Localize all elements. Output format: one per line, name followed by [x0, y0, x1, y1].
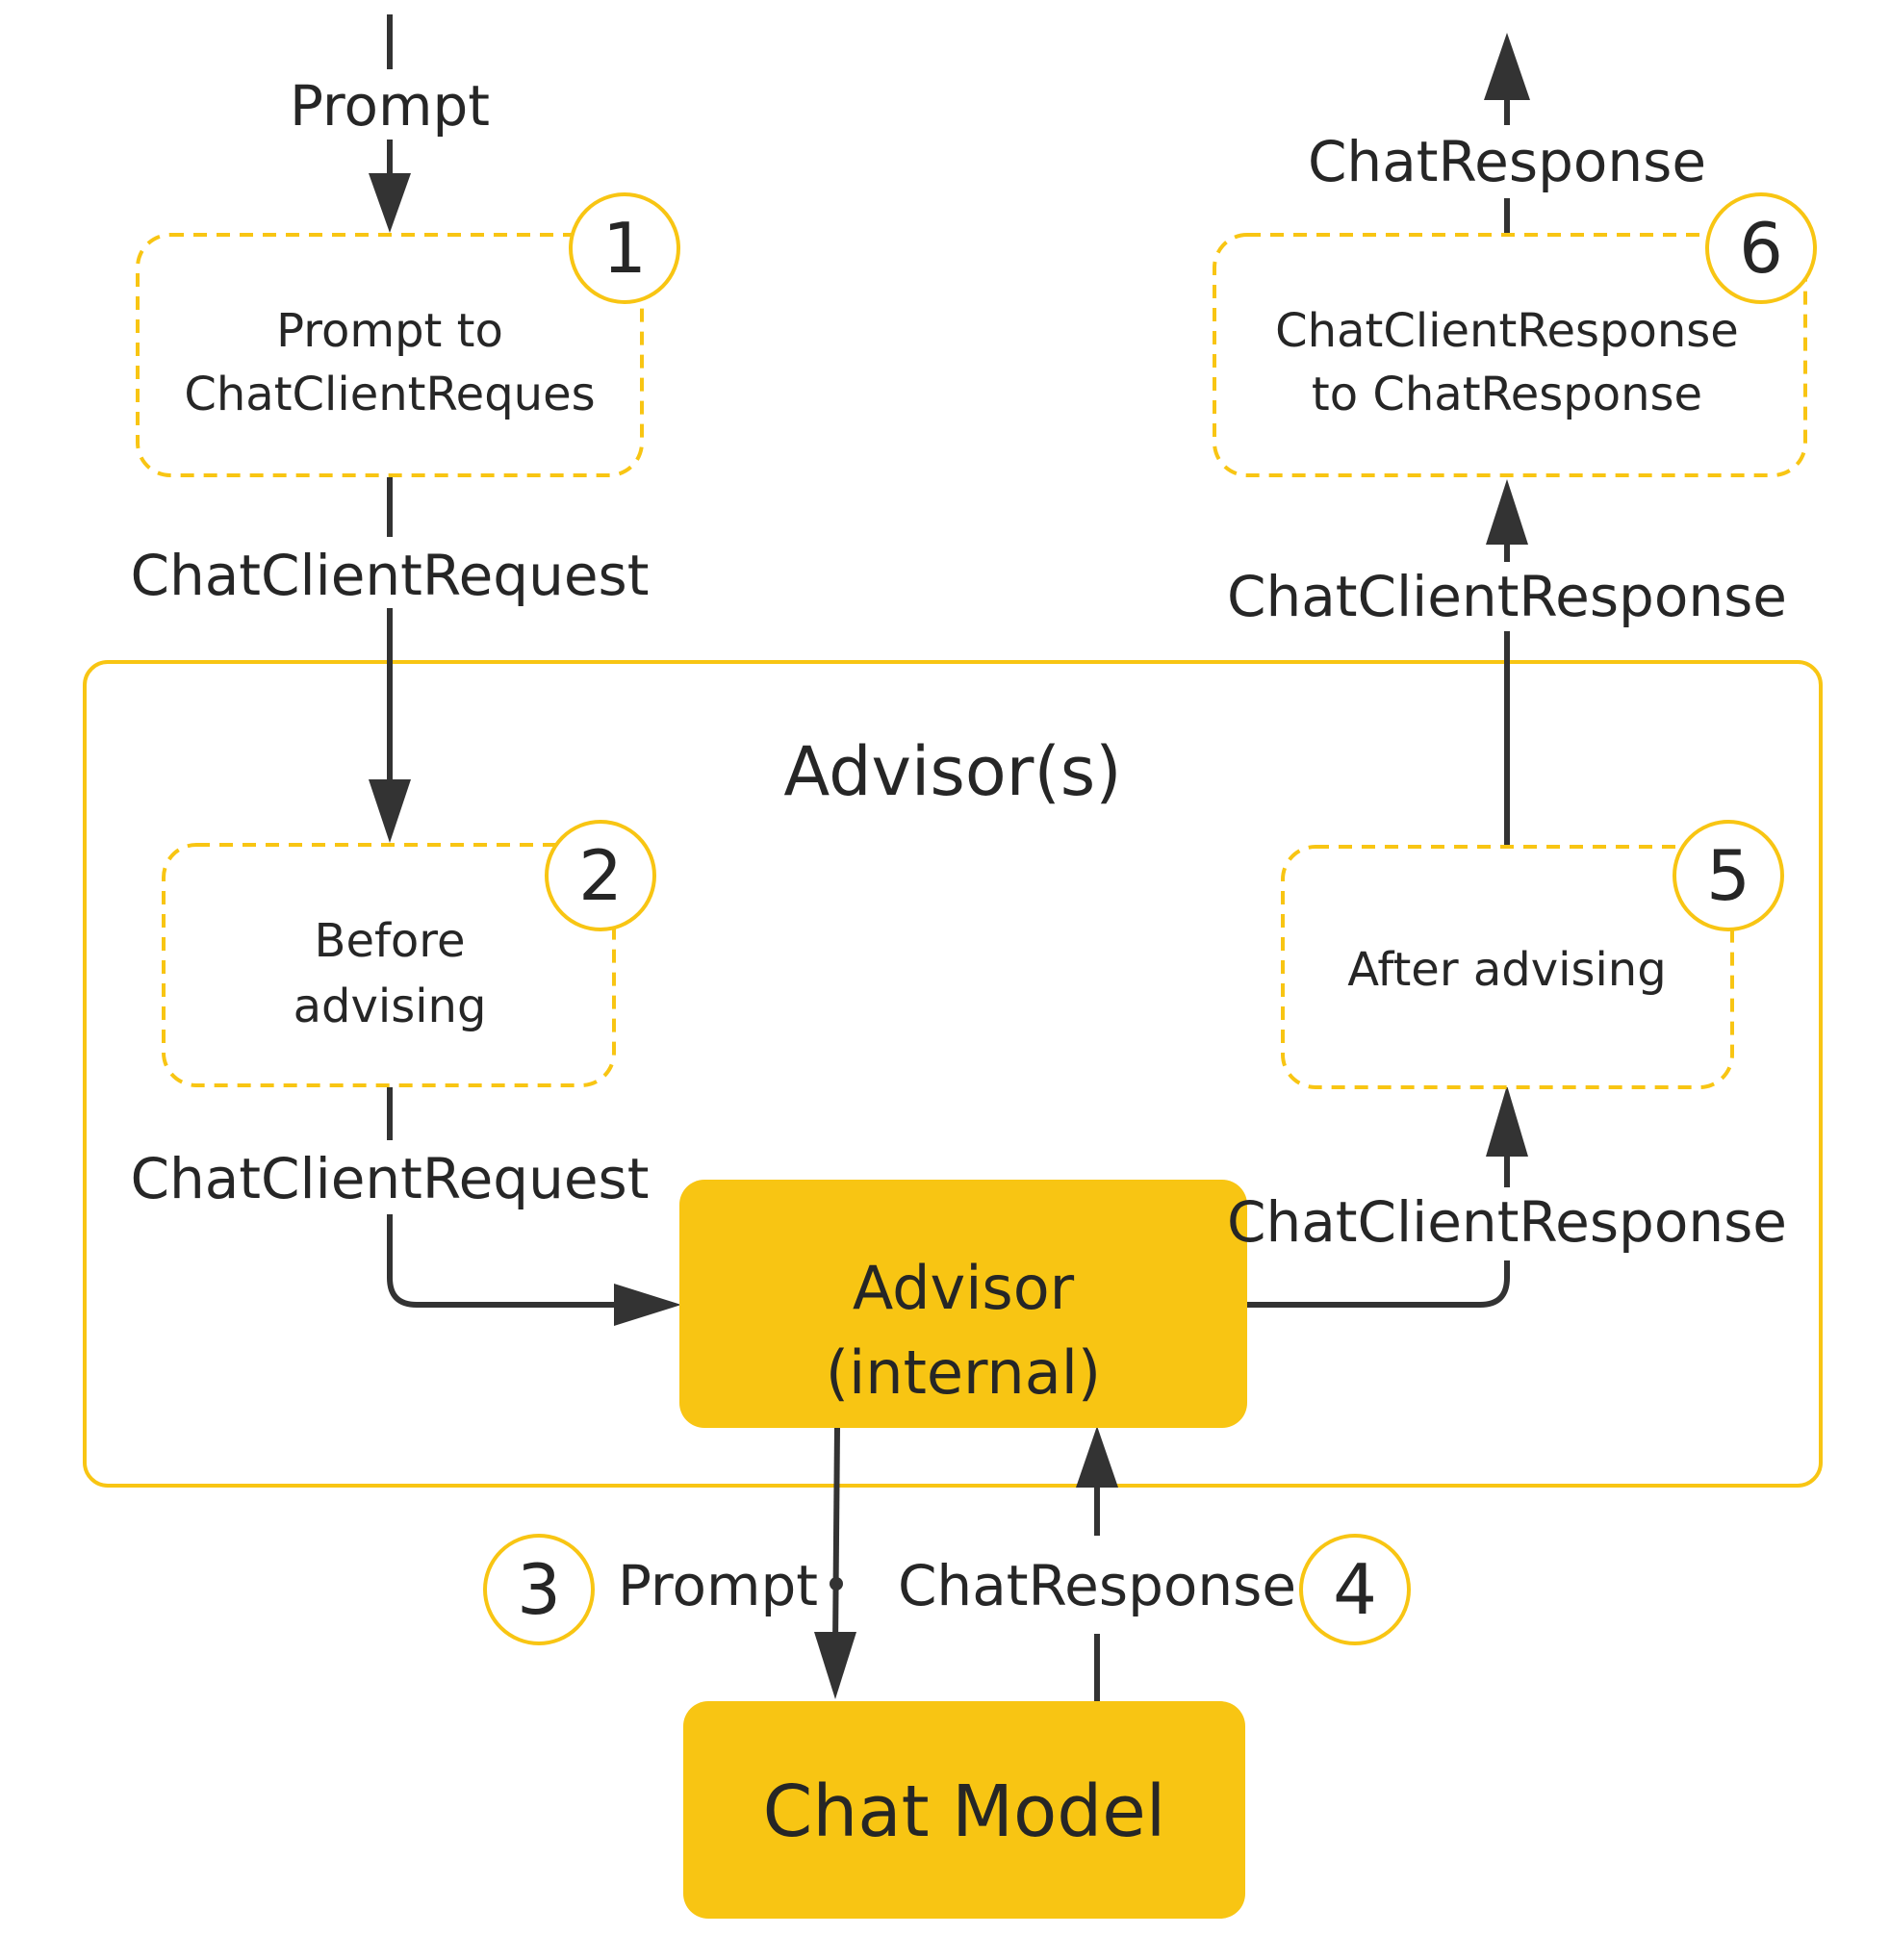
connector-step2-to-advisor — [387, 1214, 626, 1308]
step-2-label-line-1: Before — [315, 914, 466, 968]
step-2-number: 2 — [578, 835, 623, 916]
step-1-number: 1 — [602, 208, 647, 289]
step-6-label-line-2: to ChatResponse — [1312, 368, 1702, 421]
step-4-badge — [1299, 1534, 1411, 1645]
step-1-label-line-2: ChatClientReques — [184, 368, 595, 421]
advisors-container — [83, 660, 1823, 1488]
edge-label-response-to-after: ChatClientResponse — [1227, 1189, 1787, 1255]
edge-label-response-out: ChatResponse — [1308, 129, 1706, 194]
step-6-badge — [1705, 192, 1817, 304]
advisors-container-title: Advisor(s) — [783, 732, 1121, 811]
edge-label-request-to-before: ChatClientRequest — [130, 543, 649, 608]
edge-label-response-from-model: ChatResponse — [898, 1553, 1296, 1618]
step-3-badge — [483, 1534, 595, 1645]
edge-label-request-to-advisor: ChatClientRequest — [130, 1146, 649, 1211]
arrowhead-into-step-1 — [369, 173, 411, 233]
step-6-number: 6 — [1739, 208, 1783, 289]
step-3-number: 3 — [517, 1549, 561, 1630]
step-5-badge — [1673, 820, 1784, 931]
edge-label-prompt-to-model: Prompt — [618, 1553, 818, 1618]
arrowhead-into-chat-model — [814, 1632, 856, 1699]
step-5-box — [1281, 845, 1734, 1089]
connector-advisor-to-step5 — [1247, 1260, 1510, 1308]
step-1-label-line-1: Prompt to — [276, 304, 503, 358]
arrowhead-into-step-6 — [1486, 479, 1528, 545]
step-2-badge — [545, 820, 656, 931]
arrowhead-into-step-2 — [369, 779, 411, 843]
step-1-badge — [569, 192, 680, 304]
advisor-internal-label-line-1: Advisor — [853, 1253, 1075, 1323]
connector-dot — [830, 1577, 843, 1591]
advisor-internal-label-line-2: (internal) — [826, 1337, 1101, 1408]
connector-advisor-to-model — [832, 1427, 840, 1648]
step-5-number: 5 — [1706, 835, 1750, 916]
step-6-label-line-1: ChatClientResponse — [1275, 304, 1739, 358]
advisor-internal-box — [679, 1180, 1247, 1428]
step-6-box — [1213, 233, 1807, 477]
step-2-box — [162, 843, 616, 1087]
arrowhead-into-advisor-from-model — [1076, 1426, 1118, 1488]
arrowhead-into-step-5 — [1486, 1085, 1528, 1157]
step-1-box — [136, 233, 644, 477]
arrowhead-into-advisor — [614, 1284, 681, 1326]
step-5-label: After advising — [1347, 943, 1666, 997]
chat-model-box — [683, 1701, 1245, 1919]
step-2-label-line-2: advising — [294, 980, 487, 1033]
edge-label-response-to-step6: ChatClientResponse — [1227, 564, 1787, 629]
chat-model-label: Chat Model — [763, 1770, 1166, 1853]
edge-label-prompt-in: Prompt — [290, 73, 490, 139]
step-4-number: 4 — [1333, 1549, 1377, 1630]
arrowhead-response-out — [1484, 33, 1530, 100]
